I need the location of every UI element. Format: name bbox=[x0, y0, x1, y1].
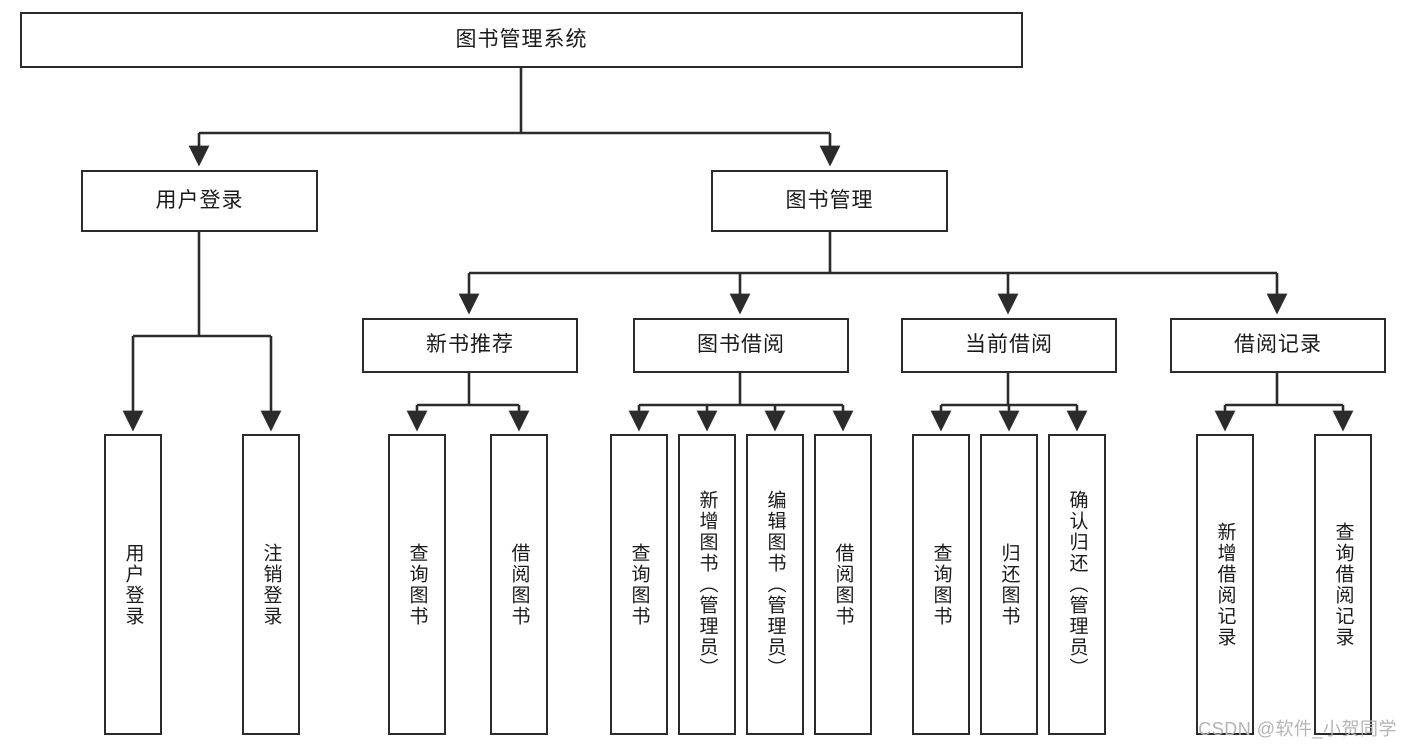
node-leaf-confirm-return[interactable]: 确认归还（管理员） bbox=[1048, 434, 1106, 735]
node-leaf-add-record-label: 新增借阅记录 bbox=[1214, 521, 1236, 648]
node-new-book-recommend-label: 新书推荐 bbox=[426, 333, 514, 357]
node-leaf-borrow-book-2[interactable]: 借阅图书 bbox=[814, 434, 872, 735]
node-leaf-user-login-label: 用户登录 bbox=[122, 542, 144, 627]
node-leaf-query-book-1[interactable]: 查询图书 bbox=[388, 434, 446, 735]
node-leaf-add-book-label: 新增图书（管理员） bbox=[696, 490, 718, 679]
node-leaf-add-book[interactable]: 新增图书（管理员） bbox=[678, 434, 736, 735]
node-borrow-record[interactable]: 借阅记录 bbox=[1170, 318, 1386, 373]
node-leaf-query-record[interactable]: 查询借阅记录 bbox=[1314, 434, 1372, 735]
node-new-book-recommend[interactable]: 新书推荐 bbox=[362, 318, 578, 373]
node-user-login-label: 用户登录 bbox=[155, 188, 244, 212]
node-leaf-add-record[interactable]: 新增借阅记录 bbox=[1196, 434, 1254, 735]
node-leaf-borrow-book-1[interactable]: 借阅图书 bbox=[490, 434, 548, 735]
node-user-login[interactable]: 用户登录 bbox=[81, 170, 318, 232]
node-leaf-return-book[interactable]: 归还图书 bbox=[980, 434, 1038, 735]
node-current-borrow-label: 当前借阅 bbox=[965, 333, 1053, 357]
node-leaf-edit-book[interactable]: 编辑图书（管理员） bbox=[746, 434, 804, 735]
node-book-borrow[interactable]: 图书借阅 bbox=[633, 318, 849, 373]
node-leaf-query-book-1-label: 查询图书 bbox=[406, 542, 428, 627]
node-book-borrow-label: 图书借阅 bbox=[697, 333, 785, 357]
node-leaf-user-login[interactable]: 用户登录 bbox=[104, 434, 162, 735]
node-leaf-return-book-label: 归还图书 bbox=[998, 542, 1020, 627]
node-leaf-query-book-2-label: 查询图书 bbox=[628, 542, 650, 627]
node-leaf-logout[interactable]: 注销登录 bbox=[242, 434, 300, 735]
node-leaf-query-book-3-label: 查询图书 bbox=[930, 542, 952, 627]
node-leaf-confirm-return-label: 确认归还（管理员） bbox=[1066, 490, 1088, 679]
node-leaf-query-book-3[interactable]: 查询图书 bbox=[912, 434, 970, 735]
node-root-label: 图书管理系统 bbox=[455, 27, 588, 51]
node-leaf-borrow-book-1-label: 借阅图书 bbox=[508, 542, 530, 627]
node-borrow-record-label: 借阅记录 bbox=[1234, 333, 1322, 357]
node-root[interactable]: 图书管理系统 bbox=[20, 12, 1023, 68]
node-leaf-query-book-2[interactable]: 查询图书 bbox=[610, 434, 668, 735]
node-leaf-borrow-book-2-label: 借阅图书 bbox=[832, 542, 854, 627]
node-book-manage-label: 图书管理 bbox=[785, 188, 874, 212]
node-book-manage[interactable]: 图书管理 bbox=[711, 170, 948, 232]
node-leaf-edit-book-label: 编辑图书（管理员） bbox=[764, 490, 786, 679]
node-leaf-logout-label: 注销登录 bbox=[260, 542, 282, 627]
node-current-borrow[interactable]: 当前借阅 bbox=[901, 318, 1117, 373]
node-leaf-query-record-label: 查询借阅记录 bbox=[1332, 521, 1354, 648]
